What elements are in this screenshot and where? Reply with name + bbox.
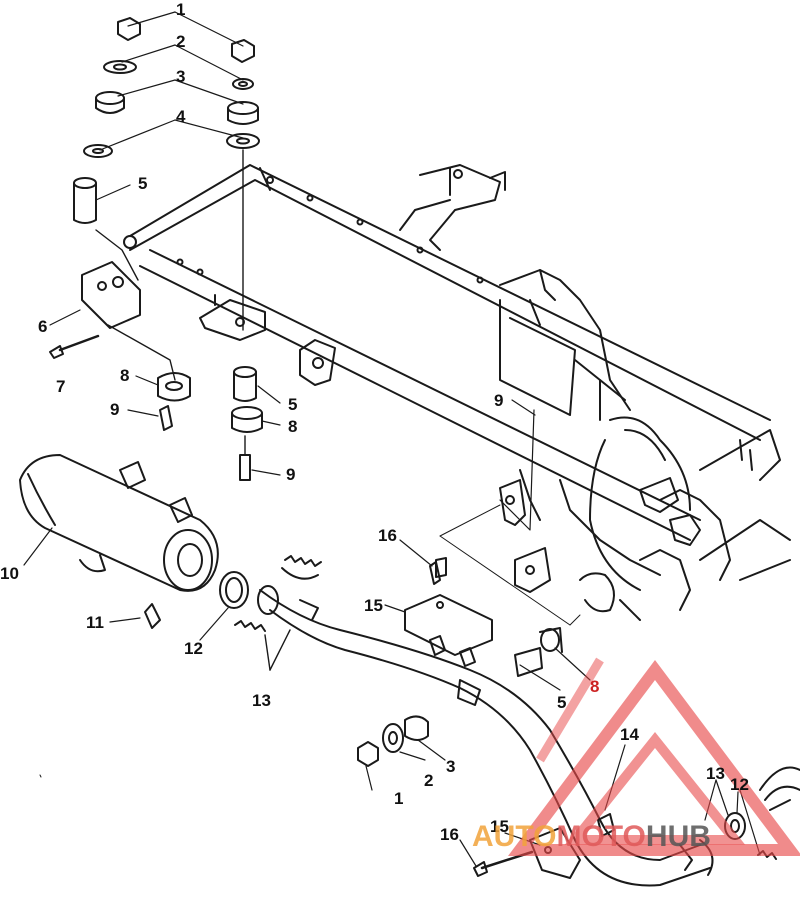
watermark-text-moto: MOTO <box>556 820 646 853</box>
callout-13-right: 13 <box>706 764 725 783</box>
callout-8-bottom: 8 <box>590 677 600 696</box>
lower-mount-hardware <box>157 366 263 481</box>
rear-frame-bracket <box>399 164 506 251</box>
watermark-text-auto: AUTO <box>472 820 557 853</box>
exhaust-springs <box>234 555 322 671</box>
callout-15-top: 15 <box>364 596 383 615</box>
callout-7: 7 <box>56 377 66 396</box>
reference-outline <box>39 504 581 778</box>
watermark-text: AUTOMOTOHUB <box>472 822 711 852</box>
frame-crossmember <box>123 164 771 541</box>
watermark-text-hub: HUB <box>645 820 711 853</box>
callout-13-left: 13 <box>252 691 271 710</box>
callout-11: 11 <box>86 613 104 632</box>
engine-outline <box>499 269 791 621</box>
callout-5-top: 5 <box>138 174 148 193</box>
callout-4: 4 <box>176 107 186 126</box>
callout-8-left: 8 <box>120 366 130 385</box>
callout-16-top: 16 <box>378 526 397 545</box>
callout-10: 10 <box>0 564 19 583</box>
callout-9-right: 9 <box>494 391 504 410</box>
exhaust-gasket-left <box>219 571 249 609</box>
upper-mount-hardware-right <box>226 39 260 331</box>
callout-6: 6 <box>38 317 48 336</box>
callout-5-middle: 5 <box>288 395 298 414</box>
callout-16-bottom: 16 <box>440 825 459 844</box>
callout-2-bottom: 2 <box>424 771 434 790</box>
pipe-bracket-upper <box>404 561 493 706</box>
callout-1-bottom: 1 <box>394 789 404 808</box>
callout-3-bottom: 3 <box>446 757 456 776</box>
callout-1-top: 1 <box>176 0 186 19</box>
callout-9-left: 9 <box>110 400 120 419</box>
callout-3-top: 3 <box>176 67 186 86</box>
callout-15-bottom: 15 <box>490 817 509 836</box>
upper-mount-hardware-left <box>73 17 141 224</box>
callout-9-middle: 9 <box>286 465 296 484</box>
pipe-hanger-hardware <box>357 627 563 767</box>
callout-8-middle: 8 <box>288 417 298 436</box>
muffler <box>19 454 219 629</box>
watermark-logo <box>508 657 800 856</box>
callout-2-top: 2 <box>176 32 186 51</box>
callout-14: 14 <box>620 725 639 744</box>
callout-12-left: 12 <box>184 639 203 658</box>
callout-12-right: 12 <box>730 775 749 794</box>
callout-5-bottom: 5 <box>557 693 567 712</box>
